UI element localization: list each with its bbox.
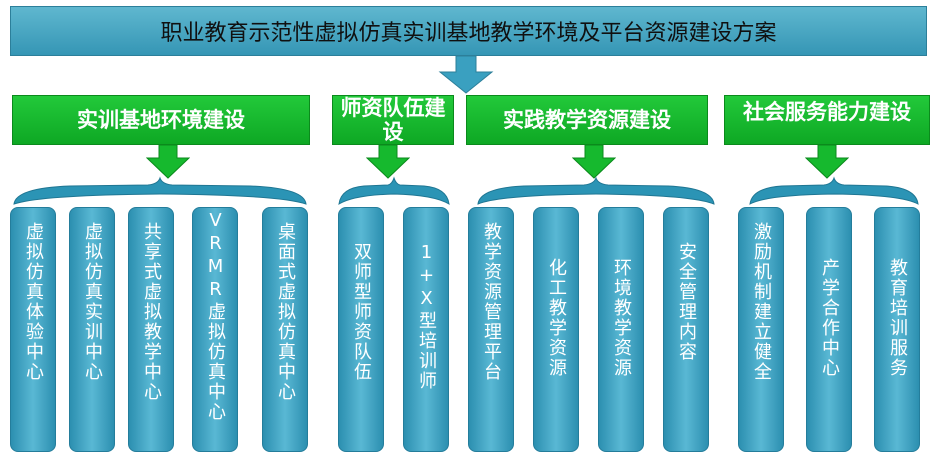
category-header-training-base: 实训基地环境建设 bbox=[12, 95, 310, 145]
item-label: 1+X型培训师 bbox=[416, 242, 437, 391]
item-box: 教学资源管理平台 bbox=[468, 207, 514, 452]
down-arrow-icon bbox=[146, 145, 190, 179]
item-label: 安全管理内容 bbox=[676, 242, 697, 362]
down-arrow-icon bbox=[438, 56, 494, 94]
item-box: 产学合作中心 bbox=[806, 207, 852, 452]
item-box: 桌面式虚拟仿真中心 bbox=[262, 207, 308, 452]
item-box: 安全管理内容 bbox=[663, 207, 709, 452]
category-header-social-service: 社会服务能力建设 bbox=[724, 95, 930, 145]
item-box: 双师型师资队伍 bbox=[338, 207, 384, 452]
item-box: 教育培训服务 bbox=[874, 207, 920, 452]
group-brace bbox=[749, 176, 919, 205]
item-label: 激励机制建立健全 bbox=[751, 222, 772, 382]
down-arrow-icon bbox=[805, 145, 849, 179]
down-arrow-icon bbox=[572, 145, 616, 179]
down-arrow-icon bbox=[366, 145, 410, 179]
group-brace bbox=[338, 176, 450, 205]
category-header-teaching-staff: 师资队伍建设 bbox=[332, 95, 454, 145]
item-label: 双师型师资队伍 bbox=[351, 242, 372, 382]
item-box: 1+X型培训师 bbox=[403, 207, 449, 452]
item-label: VRMR虚拟仿真中心 bbox=[205, 210, 226, 422]
item-box: 激励机制建立健全 bbox=[738, 207, 784, 452]
item-label: 环境教学资源 bbox=[611, 258, 632, 378]
item-label: 教育培训服务 bbox=[887, 258, 908, 378]
group-brace bbox=[477, 176, 715, 205]
item-label: 虚拟仿真实训中心 bbox=[82, 222, 103, 382]
item-label: 产学合作中心 bbox=[819, 258, 840, 378]
category-header-practice-resources: 实践教学资源建设 bbox=[466, 95, 708, 145]
item-box: 虚拟仿真体验中心 bbox=[10, 207, 56, 452]
item-label: 虚拟仿真体验中心 bbox=[23, 222, 44, 382]
item-box: VRMR虚拟仿真中心 bbox=[192, 207, 238, 452]
page-title: 职业教育示范性虚拟仿真实训基地教学环境及平台资源建设方案 bbox=[10, 6, 927, 56]
item-box: 化工教学资源 bbox=[533, 207, 579, 452]
item-box: 虚拟仿真实训中心 bbox=[69, 207, 115, 452]
item-label: 化工教学资源 bbox=[546, 258, 567, 378]
item-label: 教学资源管理平台 bbox=[481, 222, 502, 382]
item-box: 共享式虚拟教学中心 bbox=[128, 207, 174, 452]
item-box: 环境教学资源 bbox=[598, 207, 644, 452]
item-label: 共享式虚拟教学中心 bbox=[141, 222, 162, 402]
group-brace bbox=[13, 176, 307, 205]
item-label: 桌面式虚拟仿真中心 bbox=[275, 222, 296, 402]
